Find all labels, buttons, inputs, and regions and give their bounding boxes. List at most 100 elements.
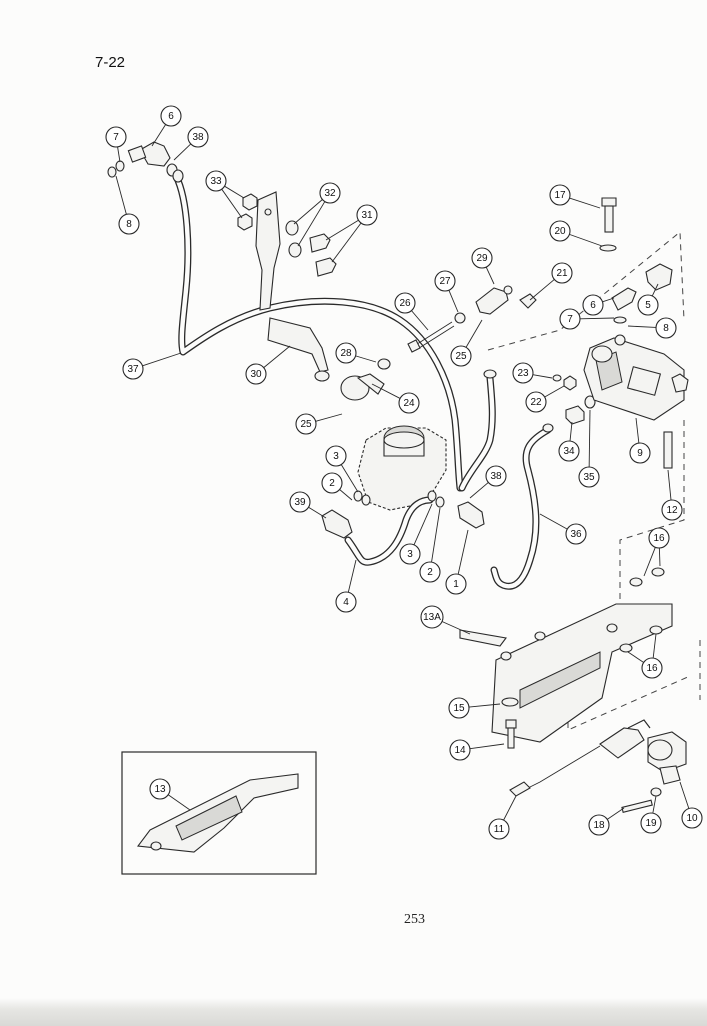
callout-label: 38 (490, 471, 502, 482)
callout-circle (582, 294, 604, 316)
callout-27: 27 (434, 270, 456, 292)
callout-18: 18 (588, 814, 610, 836)
callout-label: 16 (653, 533, 665, 544)
callout-leader (569, 421, 573, 442)
callout-16: 16 (648, 527, 670, 549)
callout-leader (652, 795, 657, 814)
callout-circle (356, 204, 378, 226)
callout-label: 13 (154, 784, 166, 795)
callout-label: 10 (686, 813, 698, 824)
callout-circle (398, 392, 420, 414)
tube-36 (490, 423, 554, 590)
callout-circle (640, 812, 662, 834)
callout-leader (627, 651, 644, 663)
callout-circle (450, 345, 472, 367)
callout-label: 30 (250, 369, 262, 380)
callout-leader (448, 290, 459, 313)
callout-leader (679, 781, 690, 809)
callout-label: 5 (645, 300, 651, 311)
callout-leader (539, 513, 568, 530)
callout-leader (151, 124, 167, 147)
callout-label: 17 (554, 190, 566, 201)
callout-leader (142, 352, 182, 367)
callout-30: 30 (245, 363, 267, 385)
callout-leader (431, 507, 441, 563)
callout-circle (420, 605, 444, 629)
callout-leader (529, 279, 555, 301)
callout-38: 38 (485, 465, 507, 487)
callout-leader (413, 503, 433, 546)
callout-leader (468, 703, 501, 708)
callout-leader (602, 297, 615, 303)
callout-circle (681, 807, 703, 829)
callout-label: 3 (333, 451, 339, 462)
callout-circle (512, 362, 534, 384)
callout-leader (544, 385, 565, 398)
callout-leader (315, 413, 343, 422)
callout-label: 23 (517, 368, 529, 379)
callout-label: 9 (637, 448, 643, 459)
callout-label: 1 (453, 579, 459, 590)
callout-leader (221, 188, 243, 219)
callout-leader (263, 345, 291, 368)
callout-leader (339, 489, 353, 501)
callout-label: 25 (455, 351, 467, 362)
callout-leader (340, 464, 359, 493)
callout-leader (167, 794, 191, 811)
callout-8: 8 (655, 317, 677, 339)
callout-circle (295, 413, 317, 435)
callout-circle (122, 358, 144, 380)
callout-circle (637, 294, 659, 316)
callout-37: 37 (122, 358, 144, 380)
callout-circle (321, 472, 343, 494)
callout-leader (658, 547, 661, 567)
callout-36: 36 (565, 523, 587, 545)
callout-13: 13 (149, 778, 171, 800)
callout-leader (293, 199, 323, 225)
callout-circle (335, 342, 357, 364)
callout-leader (173, 143, 192, 161)
callout-leader (485, 266, 495, 285)
callout-label: 4 (343, 597, 349, 608)
callout-label: 20 (554, 226, 566, 237)
callout-leader (651, 283, 659, 297)
callout-leader (371, 383, 401, 399)
callout-circle (325, 445, 347, 467)
callout-label: 34 (563, 446, 575, 457)
callout-leader (569, 197, 601, 209)
callout-9: 9 (629, 442, 651, 464)
bolt-17 (599, 197, 617, 252)
callout-leader (117, 146, 121, 163)
tube-upper-right (458, 369, 497, 492)
callout-leader (297, 201, 326, 247)
callout-13A: 13A (420, 605, 444, 629)
callout-leader (643, 547, 656, 577)
callout-label: 18 (593, 820, 605, 831)
callout-label: 16 (646, 663, 658, 674)
callout-label: 2 (329, 478, 335, 489)
callout-label: 14 (454, 745, 466, 756)
fittings-22-35 (552, 374, 596, 425)
bolt-14 (501, 697, 519, 749)
callout-25: 25 (295, 413, 317, 435)
callout-circle (449, 739, 471, 761)
callout-circle (399, 543, 421, 565)
callout-label: 39 (294, 497, 306, 508)
callout-7: 7 (559, 308, 581, 330)
callout-label: 32 (324, 188, 336, 199)
callout-label: 19 (645, 818, 657, 829)
elbow-fitting-6 (107, 141, 184, 183)
callout-circle (118, 213, 140, 235)
callout-label: 38 (192, 132, 204, 143)
callout-circle (588, 814, 610, 836)
callout-1: 1 (445, 573, 467, 595)
callout-leader (457, 529, 469, 575)
callout-leader (532, 374, 553, 379)
callout-circle (448, 697, 470, 719)
callout-label: 37 (127, 364, 139, 375)
callout-circle (471, 247, 493, 269)
callout-19: 19 (640, 812, 662, 834)
callout-leader (569, 233, 603, 247)
